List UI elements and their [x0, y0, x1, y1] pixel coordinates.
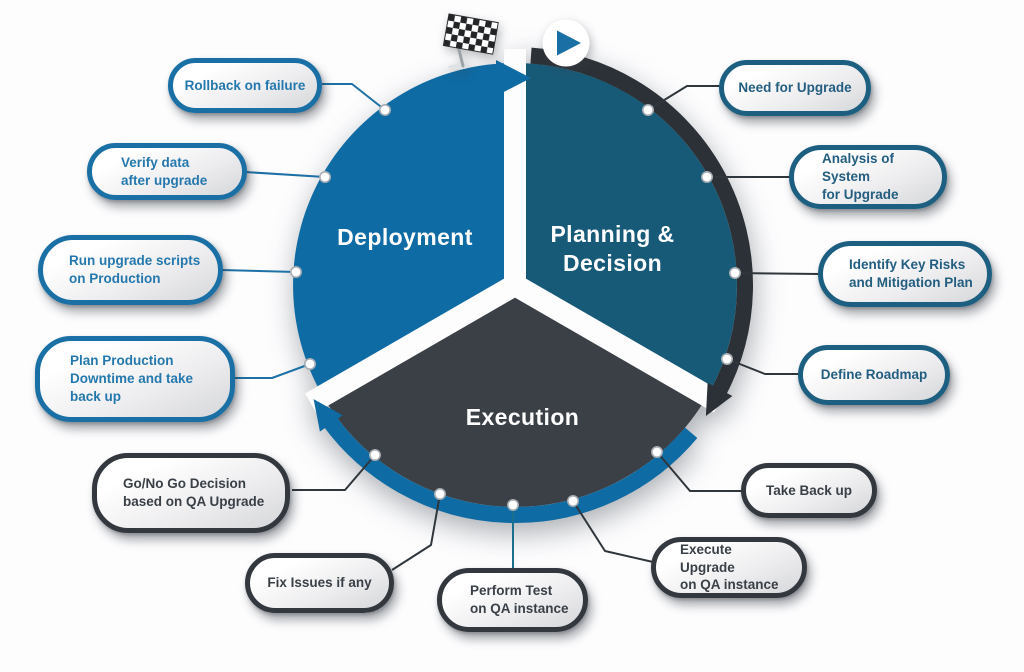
connector-line: [734, 272, 821, 275]
callout-define-roadmap: Define Roadmap: [798, 345, 950, 405]
connector-dot: [700, 171, 713, 184]
connector-dot: [289, 265, 302, 278]
segment-label-execution: Execution: [465, 404, 580, 430]
segment-label-planning: Planning & Decision: [550, 221, 675, 277]
connector-dot: [506, 498, 519, 511]
connector-dot: [650, 445, 663, 458]
connector-line: [233, 363, 311, 379]
connector-line: [220, 269, 297, 273]
connector-line: [292, 454, 376, 491]
callout-take-back-up: Take Back up: [741, 463, 877, 518]
segment-label-deployment: Deployment: [337, 224, 473, 250]
connector-line: [391, 493, 441, 571]
callout-run-upgrade-scripts: Run upgrade scripts on Production: [38, 235, 223, 305]
connector-line: [322, 83, 386, 111]
connector-line: [244, 171, 326, 178]
play-icon[interactable]: [542, 19, 590, 67]
callout-identify-key-risks: Identify Key Risks and Mitigation Plan: [818, 241, 992, 307]
connectors: [220, 83, 821, 571]
callout-execute-upgrade-qa: Execute Upgrade on QA instance: [651, 537, 807, 598]
callout-plan-production-downtime: Plan Production Downtime and take back u…: [35, 336, 235, 422]
execution-segment: [322, 285, 708, 507]
connector-dot: [318, 171, 331, 184]
connector-dots: [289, 104, 741, 511]
connector-dot: [566, 494, 579, 507]
callout-rollback-on-failure: Rollback on failure: [168, 58, 322, 113]
callout-fix-issues-if-any: Fix Issues if any: [245, 553, 394, 613]
process-circle: [293, 47, 754, 523]
connector-line: [647, 85, 721, 111]
connector-dot: [378, 104, 391, 117]
finish-flag-icon: [442, 13, 499, 70]
connector-dot: [641, 104, 654, 117]
connector-line: [726, 358, 800, 375]
connector-dot: [728, 266, 741, 279]
connector-dot: [720, 352, 733, 365]
segment-gaps: [305, 49, 725, 413]
connector-dot: [303, 357, 316, 370]
callout-perform-test-qa: Perform Test on QA instance: [437, 568, 588, 632]
callout-need-for-upgrade: Need for Upgrade: [719, 60, 871, 116]
connector-line: [572, 500, 654, 563]
callout-go-no-go-decision: Go/No Go Decision based on QA Upgrade: [92, 453, 290, 533]
deployment-arrow: [496, 60, 531, 96]
connector-dot: [368, 448, 381, 461]
connector-dot: [433, 487, 446, 500]
execution-rim-arrow: [313, 399, 698, 523]
planning-rim-arrow: [530, 47, 754, 416]
callout-verify-data-after-upgrade: Verify data after upgrade: [87, 143, 247, 200]
callout-analysis-of-system: Analysis of System for Upgrade: [789, 145, 947, 209]
connector-line: [656, 451, 743, 492]
